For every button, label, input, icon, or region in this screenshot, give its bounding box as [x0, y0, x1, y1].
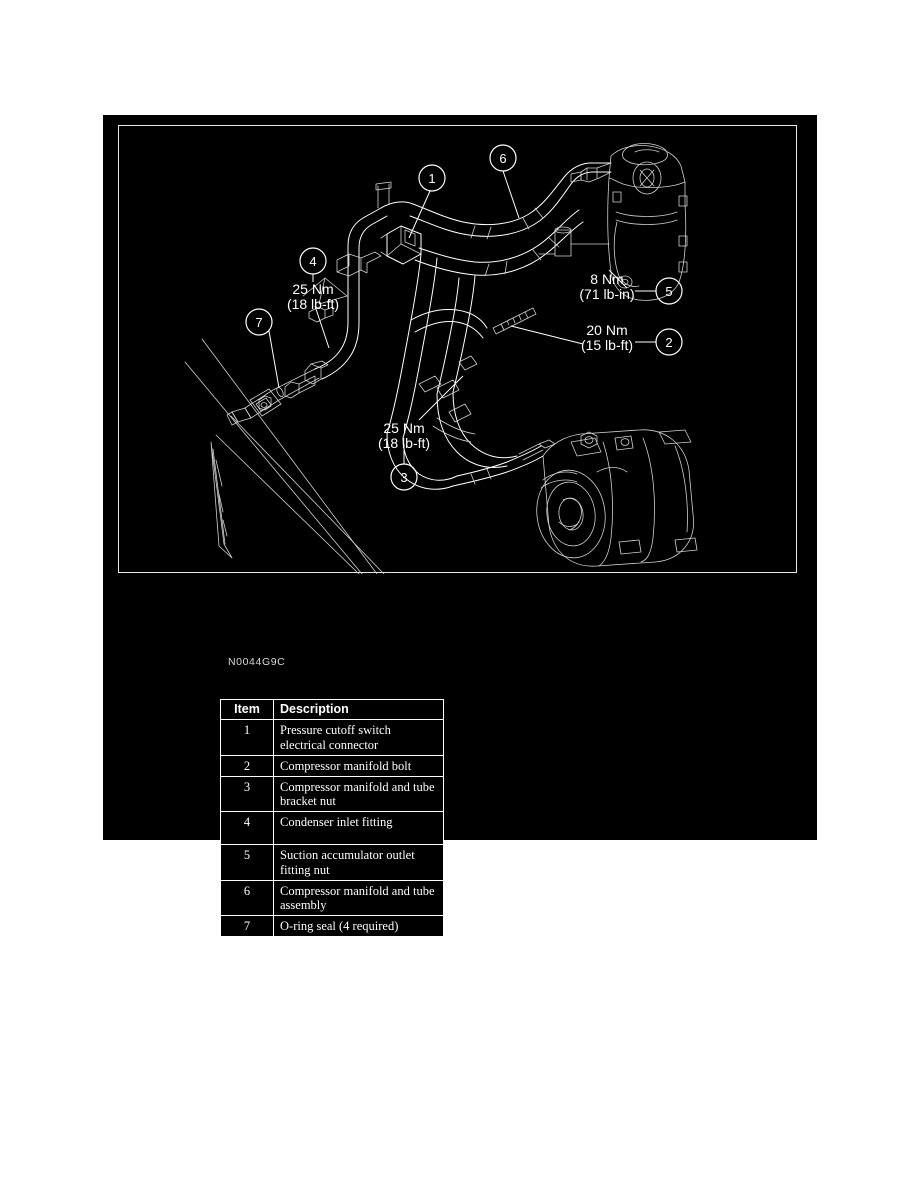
torque-bracket-nut-metric: 25 Nm — [383, 420, 424, 436]
leader-lines — [268, 170, 656, 464]
compressor-manifold-tube-assembly — [302, 162, 612, 490]
ac-manifold-diagram: 25 Nm (18 lb-ft) 8 Nm (71 lb-in) 20 Nm (… — [184, 143, 698, 574]
torque-manifold-bolt-imperial: (15 lb-ft) — [581, 337, 633, 353]
callout-3[interactable]: 3 — [390, 463, 418, 491]
callout-5-label: 5 — [665, 284, 672, 299]
parts-table-header-row: Item Description — [220, 699, 444, 720]
ac-compressor — [518, 429, 698, 567]
suction-accumulator — [538, 143, 688, 301]
callout-5[interactable]: 5 — [655, 277, 683, 305]
table-cell-item: 5 — [220, 844, 274, 881]
compressor-manifold-bolt — [492, 307, 537, 335]
condenser-inlet-tube — [304, 181, 414, 385]
table-cell-item: 7 — [220, 915, 274, 937]
column-header-item: Item — [220, 699, 274, 720]
callout-4-label: 4 — [309, 254, 316, 269]
callout-7-label: 7 — [255, 315, 262, 330]
drawing-reference-code: N0044G9C — [228, 656, 286, 668]
table-cell-description: O-ring seal (4 required) — [273, 915, 444, 937]
torque-condenser-inlet-metric: 25 Nm — [292, 281, 333, 297]
table-cell-description: Suction accumulator outlet fitting nut — [273, 844, 444, 881]
callout-6[interactable]: 6 — [489, 144, 517, 172]
table-cell-description: Condenser inlet fitting — [273, 811, 444, 845]
table-cell-item: 6 — [220, 879, 274, 916]
callout-3-label: 3 — [400, 470, 407, 485]
table-cell-item: 2 — [220, 754, 274, 777]
torque-manifold-bolt-metric: 20 Nm — [586, 322, 627, 338]
table-cell-item: 3 — [220, 775, 274, 812]
torque-accumulator-outlet-metric: 8 Nm — [590, 271, 623, 287]
parts-table-head: Item Description — [220, 699, 444, 720]
callout-2-label: 2 — [665, 335, 672, 350]
vehicle-body-lines — [184, 338, 385, 574]
callout-1[interactable]: 1 — [418, 164, 446, 192]
callout-2[interactable]: 2 — [655, 328, 683, 356]
table-cell-description: Compressor manifold bolt — [273, 754, 444, 777]
table-cell-description: Pressure cutoff switch electrical connec… — [273, 719, 444, 756]
table-cell-description: Compressor manifold and tube assembly — [273, 879, 444, 916]
callout-6-label: 6 — [499, 151, 506, 166]
callout-7[interactable]: 7 — [245, 308, 273, 336]
torque-labels: 25 Nm (18 lb-ft) 8 Nm (71 lb-in) 20 Nm (… — [287, 271, 635, 451]
condenser-inlet-fitting — [226, 368, 320, 426]
table-cell-item: 4 — [220, 811, 274, 845]
callout-bubbles: 1 6 4 7 5 — [245, 144, 683, 491]
illustration-panel: 25 Nm (18 lb-ft) 8 Nm (71 lb-in) 20 Nm (… — [103, 115, 817, 937]
column-header-description: Description — [273, 699, 444, 720]
torque-condenser-inlet-imperial: (18 lb-ft) — [287, 296, 339, 312]
figure-frame: 25 Nm (18 lb-ft) 8 Nm (71 lb-in) 20 Nm (… — [118, 125, 797, 574]
callout-4[interactable]: 4 — [299, 247, 327, 275]
callout-1-label: 1 — [428, 171, 435, 186]
torque-accumulator-outlet-imperial: (71 lb-in) — [579, 286, 634, 302]
table-cell-description: Compressor manifold and tube bracket nut — [273, 775, 444, 812]
table-cell-item: 1 — [220, 719, 274, 756]
torque-bracket-nut-imperial: (18 lb-ft) — [378, 435, 430, 451]
